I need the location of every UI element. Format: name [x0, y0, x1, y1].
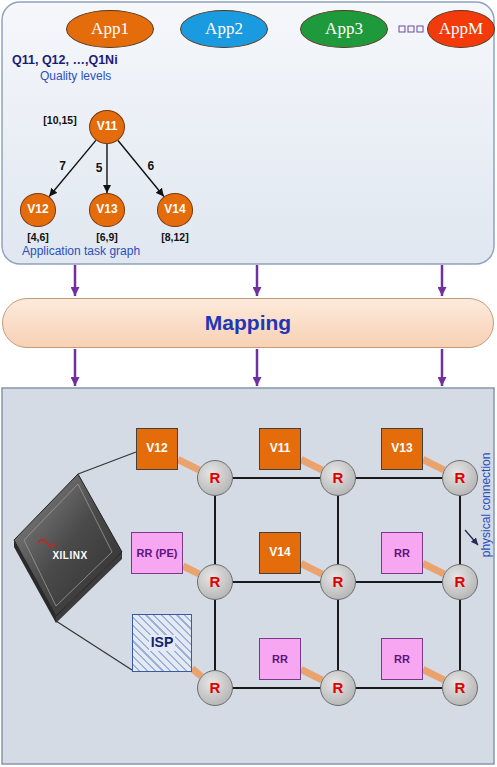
- task-tile: V12: [136, 428, 178, 470]
- node-text: RR (PE): [137, 547, 178, 559]
- router-port-link: [301, 460, 322, 470]
- mesh-link: [233, 477, 320, 479]
- task-circle: V13: [89, 193, 126, 227]
- callout-text: physical connection: [480, 453, 494, 558]
- edge-weight: 7: [57, 160, 68, 173]
- mesh-link: [459, 600, 461, 670]
- ellipsis-squares: [399, 26, 423, 32]
- task-tile: V13: [381, 428, 423, 470]
- router-port-link: [301, 670, 322, 680]
- task-circle: V14: [157, 193, 194, 227]
- node-text: V13: [96, 203, 117, 216]
- mesh-link: [356, 687, 442, 689]
- router-circle: R: [197, 460, 233, 496]
- range-label: [8,12]: [161, 231, 188, 243]
- edge-weight: 6: [146, 160, 157, 173]
- mesh-link: [356, 581, 442, 583]
- region-tile: RR: [381, 638, 423, 680]
- app-ellipse: App3: [300, 10, 388, 48]
- router-port-link: [423, 564, 444, 574]
- region-tile: RR: [259, 638, 301, 680]
- app-ellipse: App2: [180, 10, 268, 48]
- application-panel: [2, 2, 494, 264]
- node-text: R: [455, 470, 466, 487]
- node-text: V11: [97, 120, 118, 133]
- router-circle: R: [442, 564, 478, 600]
- node-text: App2: [205, 20, 243, 39]
- mesh-link: [459, 496, 461, 564]
- node-text: R: [455, 680, 466, 697]
- node-text: App1: [91, 20, 129, 39]
- isp-tile: ISP: [132, 614, 192, 672]
- node-text: V12: [146, 442, 167, 455]
- task-dependency-arrow: [49, 140, 96, 196]
- node-text: R: [455, 574, 466, 591]
- task-circle: V12: [20, 193, 57, 227]
- mesh-link: [356, 477, 442, 479]
- router-circle: R: [442, 460, 478, 496]
- mesh-link: [337, 600, 339, 670]
- mesh-link: [233, 581, 320, 583]
- node-text: ISP: [149, 635, 176, 650]
- region-tile: RR: [381, 532, 423, 574]
- node-text: R: [333, 574, 344, 591]
- caption-text: Quality levels: [40, 70, 111, 84]
- mapping-band: Mapping: [2, 298, 494, 348]
- task-tile: V11: [259, 428, 301, 470]
- quality-levels-list: Q11, Q12, …,Q1Ni: [12, 53, 118, 67]
- callout-arrow: [465, 530, 478, 545]
- node-text: R: [210, 470, 221, 487]
- node-text: V14: [269, 546, 290, 559]
- caption-text: Application task graph: [22, 245, 140, 259]
- node-text: V14: [164, 203, 185, 216]
- router-port-link: [183, 566, 199, 574]
- task-dependency-arrow: [106, 144, 107, 193]
- node-text: App3: [325, 20, 363, 39]
- mesh-link: [337, 496, 339, 564]
- node-text: R: [210, 680, 221, 697]
- router-port-link: [178, 460, 199, 470]
- router-circle: R: [197, 564, 233, 600]
- node-text: RR: [394, 653, 410, 665]
- chip-logo-text: XILINX: [52, 550, 87, 562]
- region-tile: RR (PE): [131, 532, 183, 574]
- router-circle: R: [320, 564, 356, 600]
- task-tile: V14: [259, 532, 301, 574]
- node-text: RR: [394, 547, 410, 559]
- node-text: V11: [270, 442, 291, 455]
- task-dependency-arrow: [118, 140, 164, 196]
- node-text: Mapping: [205, 311, 291, 334]
- router-port-link: [423, 460, 444, 470]
- range-label: [4,6]: [27, 231, 49, 243]
- node-text: V13: [391, 442, 412, 455]
- mesh-link: [214, 600, 216, 670]
- router-port-link: [301, 564, 322, 574]
- app-ellipse: App1: [66, 10, 154, 48]
- router-circle: R: [320, 460, 356, 496]
- node-text: V12: [27, 203, 48, 216]
- node-text: RR: [272, 653, 288, 665]
- node-text: R: [333, 470, 344, 487]
- task-circle: V11: [89, 110, 125, 144]
- router-circle: R: [320, 670, 356, 706]
- router-circle: R: [442, 670, 478, 706]
- edge-weight: 5: [94, 162, 105, 175]
- app-ellipse: AppM: [427, 10, 495, 48]
- range-label: [6,9]: [96, 231, 118, 243]
- range-label: [10,15]: [43, 114, 76, 126]
- node-text: R: [333, 680, 344, 697]
- node-text: R: [210, 574, 221, 591]
- mesh-link: [233, 687, 320, 689]
- platform-panel: [2, 388, 494, 764]
- mesh-link: [214, 496, 216, 564]
- fpga-chip: [14, 474, 122, 623]
- node-text: AppM: [439, 20, 483, 39]
- router-port-link: [423, 670, 444, 680]
- router-port-link: [192, 668, 201, 676]
- router-circle: R: [197, 670, 233, 706]
